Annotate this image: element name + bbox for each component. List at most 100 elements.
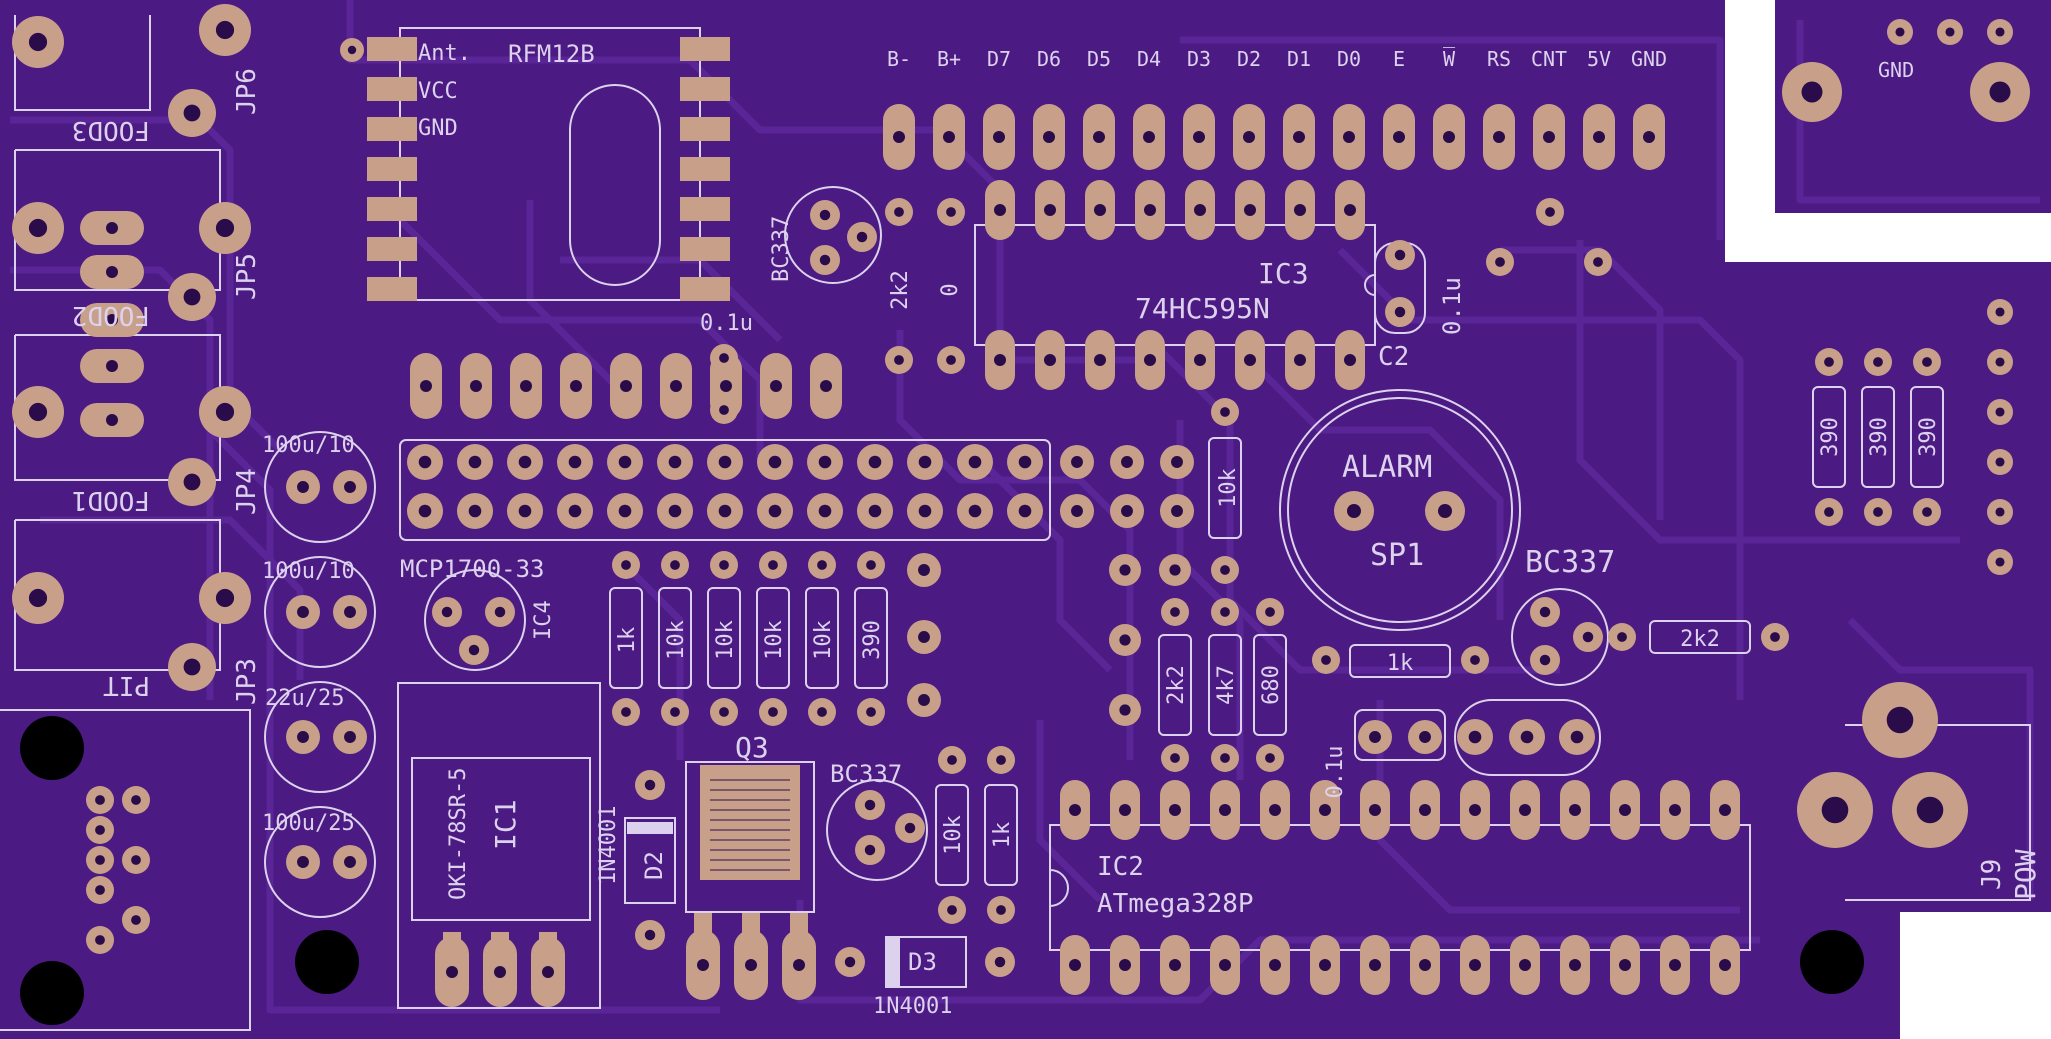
pad-hole — [1119, 704, 1131, 716]
ic3-pin-hole — [1244, 204, 1256, 216]
rfm12b-pad-right — [680, 117, 730, 141]
alarm-pad-hole — [1347, 504, 1361, 518]
header-pin-hole — [468, 455, 482, 469]
side-header-pin-hole — [1995, 457, 2005, 467]
rfm12b-pad-left — [367, 197, 417, 221]
q3-pin-hole — [793, 959, 805, 971]
header-pin-hole — [868, 504, 882, 518]
tab-big-pad-hole — [1801, 81, 1823, 103]
ic3-pin-hole — [994, 204, 1006, 216]
ic1-tab — [443, 932, 461, 946]
resistor-pad-hole — [1824, 507, 1834, 517]
connector-pad-hole — [28, 218, 48, 238]
ic2-pin-hole — [1269, 804, 1281, 816]
resistor-label: 390 — [860, 620, 885, 660]
lcd-header-pin-hole — [943, 131, 955, 143]
ic2-pin-hole — [1519, 959, 1531, 971]
c2-pad-hole — [1394, 306, 1406, 318]
side-header-pin-hole — [1995, 507, 2005, 517]
rj-pad-hole — [131, 855, 141, 865]
jumper-pad-hole — [106, 314, 118, 326]
resistor-body — [1208, 634, 1242, 736]
rj-pad-hole — [95, 825, 105, 835]
lcd-pin-label: B- — [887, 47, 911, 71]
mount-hole-br — [1800, 930, 1864, 994]
tab-big-pad-hole — [1989, 81, 2011, 103]
row-pad-hole — [820, 380, 832, 392]
pit-label: PIT — [103, 670, 150, 700]
ic2-pin-hole — [1219, 959, 1231, 971]
header-pin-hole — [1171, 456, 1183, 468]
cap-pad-hole — [1369, 731, 1381, 743]
ic2-pin-hole — [1069, 804, 1081, 816]
header-pin-hole — [468, 504, 482, 518]
rfm12b-pin1-hole — [347, 45, 357, 55]
connector-pad-hole — [183, 473, 201, 491]
row-pad-hole — [420, 380, 432, 392]
resistor-pad-hole — [1321, 655, 1331, 665]
connector-pad-hole — [28, 32, 48, 52]
j9-label: J9 — [1977, 859, 2007, 890]
cap4-label: 100u/25 — [262, 811, 355, 836]
side-header-pin-hole — [1995, 557, 2005, 567]
header-pin-hole — [568, 504, 582, 518]
resistor-pad-hole — [768, 707, 778, 717]
ic1-tab — [491, 932, 509, 946]
rfm12b-pad-left — [367, 237, 417, 261]
resistor-body — [756, 587, 790, 689]
rfm12b-pad-left — [367, 77, 417, 101]
mount-hole-bl2 — [20, 961, 84, 1025]
connector-pad-hole — [215, 588, 235, 608]
sp1-label: SP1 — [1370, 538, 1424, 573]
resistor-pad-hole — [996, 755, 1006, 765]
transistor-pad-hole — [1582, 631, 1594, 643]
pad-hole — [1169, 564, 1181, 576]
resistor-label: 390 — [1916, 417, 1941, 457]
ant-label: Ant. — [418, 41, 471, 66]
side-header-pin-hole — [1995, 307, 2005, 317]
resistor-label: 1k — [615, 627, 640, 654]
d3-part-label: 1N4001 — [873, 994, 952, 1019]
lcd-pin-label: CNT — [1531, 47, 1567, 71]
side-header-pin-hole — [1995, 357, 2005, 367]
ic4-pad-hole — [468, 644, 480, 656]
lcd-pin-label: GND — [1631, 47, 1667, 71]
tab-pad-hole — [1995, 27, 2005, 37]
row-pad-hole — [570, 380, 582, 392]
ic2-pin-hole — [1269, 959, 1281, 971]
lcd-pin-label: D5 — [1087, 47, 1111, 71]
d3-label: D3 — [908, 948, 937, 976]
d2-part-label: 1N4001 — [596, 806, 621, 885]
side-pad-hole — [918, 631, 930, 643]
ic3-part-label: 74HC595N — [1135, 292, 1270, 325]
resistor-label: 1k — [1387, 651, 1414, 676]
ic3-pin-hole — [1344, 354, 1356, 366]
jp6-label: JP6 — [232, 68, 262, 115]
rfm12b-pad-left — [367, 117, 417, 141]
jumper-pad-hole — [106, 222, 118, 234]
header-pin-hole — [418, 455, 432, 469]
cap3-label: 22u/25 — [265, 686, 344, 711]
resistor-label: 10k — [811, 620, 836, 660]
ic3-pin-hole — [1094, 204, 1106, 216]
lcd-pin-label: D1 — [1287, 47, 1311, 71]
resistor-pad-hole — [1220, 407, 1230, 417]
transistor-pad-hole — [1539, 654, 1551, 666]
component-pads — [12, 4, 2030, 1007]
rj-pad-hole — [95, 885, 105, 895]
connector-pad-hole — [183, 288, 201, 306]
rj-pad-hole — [131, 915, 141, 925]
resistor-pad-hole — [1265, 753, 1275, 763]
header-pin-hole — [968, 455, 982, 469]
resistor-bodies — [609, 386, 1944, 886]
lcd-header-pin-hole — [993, 131, 1005, 143]
crystal-pad-hole — [1468, 730, 1482, 744]
cap-label-mid: 0.1u — [1323, 746, 1348, 799]
ic3-pin-hole — [1044, 354, 1056, 366]
tab-pad-hole — [1945, 27, 1955, 37]
resistor-pad-hole — [719, 560, 729, 570]
d2-pad-hole — [644, 779, 656, 791]
lcd-pin-label: E — [1393, 47, 1405, 71]
ic2-pin-hole — [1219, 804, 1231, 816]
transistor-pad-hole — [856, 231, 868, 243]
